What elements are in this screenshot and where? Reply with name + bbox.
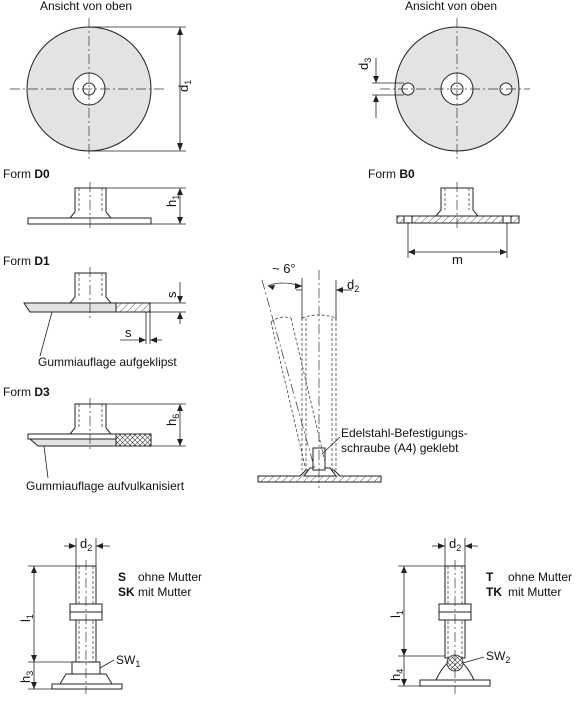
center-tilt-view: ~ 6° d2 Edelstahl-Befestigungs- schraube… (257, 261, 468, 488)
top-view-right: Ansicht von oben d3 (356, 0, 530, 160)
form-b0-hole-left (403, 215, 413, 224)
form-d0: Form D0 h1 (3, 167, 186, 230)
rubber-clipped-label: Gummiauflage aufgeklipst (38, 355, 177, 369)
form-d1-clip-section (115, 302, 151, 313)
screw-label-line2: schraube (A4) geklebt (341, 441, 459, 455)
d3-label: d3 (356, 58, 373, 70)
form-d3-vulcanized-section (115, 433, 152, 447)
d1-label: d1 (176, 80, 193, 92)
d2-left-label: d2 (80, 536, 92, 553)
d2-center-label: d2 (347, 277, 359, 294)
form-d0-label: Form D0 (3, 167, 50, 181)
form-d1: Form D1 s s Gummiauflage aufgeklipst (3, 254, 186, 369)
angle-label: ~ 6° (272, 261, 296, 276)
m-label: m (452, 252, 463, 267)
top-view-left: Ansicht von oben d1 (10, 0, 193, 160)
screw-label-line1: Edelstahl-Befestigungs- (341, 426, 468, 440)
form-b0: Form B0 m (368, 167, 520, 267)
form-d0-threaded-hub (68, 187, 113, 219)
h3-label: h3 (18, 671, 35, 683)
form-d3: Form D3 h6 Gummiauflage aufvulkanisiert (3, 385, 186, 493)
center-tilted-bolt-left (270, 321, 306, 467)
center-ball-joint (303, 467, 337, 477)
sw2-label: SW2 (486, 649, 510, 665)
top-view-right-title: Ansicht von oben (405, 0, 497, 13)
s-base-plate (51, 683, 123, 690)
rubber-vulcanized-label: Gummiauflage aufvulkanisiert (26, 479, 185, 493)
h4-label: h4 (388, 669, 405, 681)
top-view-left-title: Ansicht von oben (40, 0, 132, 13)
form-d1-label: Form D1 (3, 254, 50, 268)
form-b0-base-plate (396, 215, 520, 224)
h6-label: h6 (164, 414, 181, 426)
form-d3-label: Form D3 (3, 385, 50, 399)
s-horizontal-label: s (125, 325, 132, 340)
h1-label: h1 (164, 195, 181, 207)
form-b0-label: Form B0 (368, 167, 415, 181)
l1-right-label: l1 (388, 610, 405, 618)
form-b0-hole-right (502, 215, 512, 224)
form-d0-base-plate (27, 217, 152, 225)
form-d1-threaded-hub (68, 272, 113, 304)
d2-right-label: d2 (449, 536, 461, 553)
s-vertical-label: s (164, 291, 179, 298)
sw1-label: SW1 (116, 653, 140, 669)
l1-left-label: l1 (18, 614, 35, 622)
form-d3-threaded-hub (68, 403, 113, 435)
center-tilted-bolt-right (290, 317, 326, 463)
